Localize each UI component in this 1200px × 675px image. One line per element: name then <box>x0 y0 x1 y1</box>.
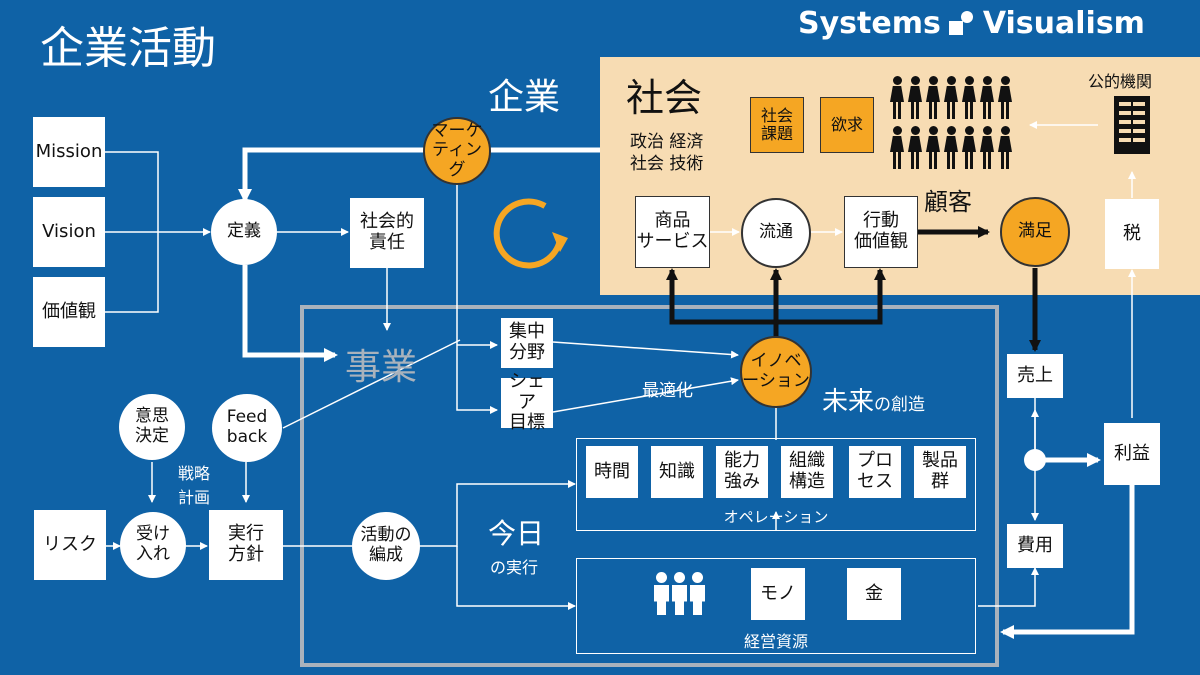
public-agency-label: 公的機関 <box>1088 72 1153 91</box>
society-label: 社会 <box>626 76 703 120</box>
activity-org-node: 活動の 編成 <box>352 512 420 580</box>
future-big: 未来 <box>822 387 875 417</box>
customer-label: 顧客 <box>924 188 972 216</box>
customers-icon <box>890 76 1018 172</box>
resource-money-box: 金 <box>847 568 901 620</box>
operation-item-knowledge: 知識 <box>651 446 703 498</box>
brand-text-left: Systems <box>798 6 941 41</box>
focus-area-box: 集中 分野 <box>501 318 553 368</box>
decision-node: 意思 決定 <box>119 394 185 460</box>
resources-frame <box>576 558 976 654</box>
execution-policy-box: 実行 方針 <box>209 510 283 580</box>
values-box: 価値観 <box>33 277 105 347</box>
page-title: 企業活動 <box>40 23 216 74</box>
social-issue-box: 社会 課題 <box>750 97 804 153</box>
company-label: 企業 <box>488 77 561 118</box>
resources-label: 経営資源 <box>743 632 808 651</box>
future-rest: の創造 <box>874 395 926 415</box>
today-big: 今日 <box>488 517 545 550</box>
acceptance-node: 受け 入れ <box>120 512 186 578</box>
society-aspects: 政治 経済 社会 技術 <box>630 132 704 175</box>
innovation-node: イノベ ーション <box>740 336 812 408</box>
share-target-box: シェア 目標 <box>501 371 553 433</box>
operation-item-process: プロ セス <box>849 446 901 498</box>
brand-logo: Systems Visualism <box>798 6 1145 41</box>
operation-item-structure: 組織 構造 <box>781 446 833 498</box>
brand-mark-icon <box>948 10 975 37</box>
mission-box: Mission <box>33 117 105 187</box>
future-creation-label: 未来の創造 <box>822 362 925 418</box>
operation-item-ability: 能力 強み <box>716 446 768 498</box>
operation-item-products: 製品 群 <box>914 446 966 498</box>
people-icon <box>654 572 708 616</box>
definition-node: 定義 <box>211 199 277 265</box>
desire-box: 欲求 <box>820 97 874 153</box>
strategy-label: 戦略 計画 <box>178 464 211 507</box>
satisfaction-node: 満足 <box>1000 197 1070 267</box>
cycle-icon <box>493 198 563 269</box>
business-frame <box>300 305 999 667</box>
feedback-node: Feed back <box>212 394 282 462</box>
cost-box: 費用 <box>1007 524 1063 568</box>
risk-box: リスク <box>34 510 106 580</box>
business-label: 事業 <box>345 347 418 388</box>
profit-box: 利益 <box>1104 423 1160 485</box>
vision-box: Vision <box>33 197 105 267</box>
optimize-label: 最適化 <box>642 381 693 401</box>
tax-box: 税 <box>1105 199 1159 269</box>
product-service-box: 商品 サービス <box>635 196 710 268</box>
today-rest: の実行 <box>490 558 539 577</box>
marketing-node: マーケ ティング <box>423 117 491 185</box>
building-icon <box>1114 96 1150 154</box>
social-responsibility-box: 社会的 責任 <box>350 198 424 268</box>
behavior-values-box: 行動 価値観 <box>844 196 918 268</box>
resource-goods-box: モノ <box>751 568 805 620</box>
sales-box: 売上 <box>1007 354 1063 398</box>
brand-text-right: Visualism <box>982 6 1145 41</box>
operation-item-time: 時間 <box>586 446 638 498</box>
operation-label: オペレーション <box>723 508 829 526</box>
distribution-node: 流通 <box>741 198 811 268</box>
